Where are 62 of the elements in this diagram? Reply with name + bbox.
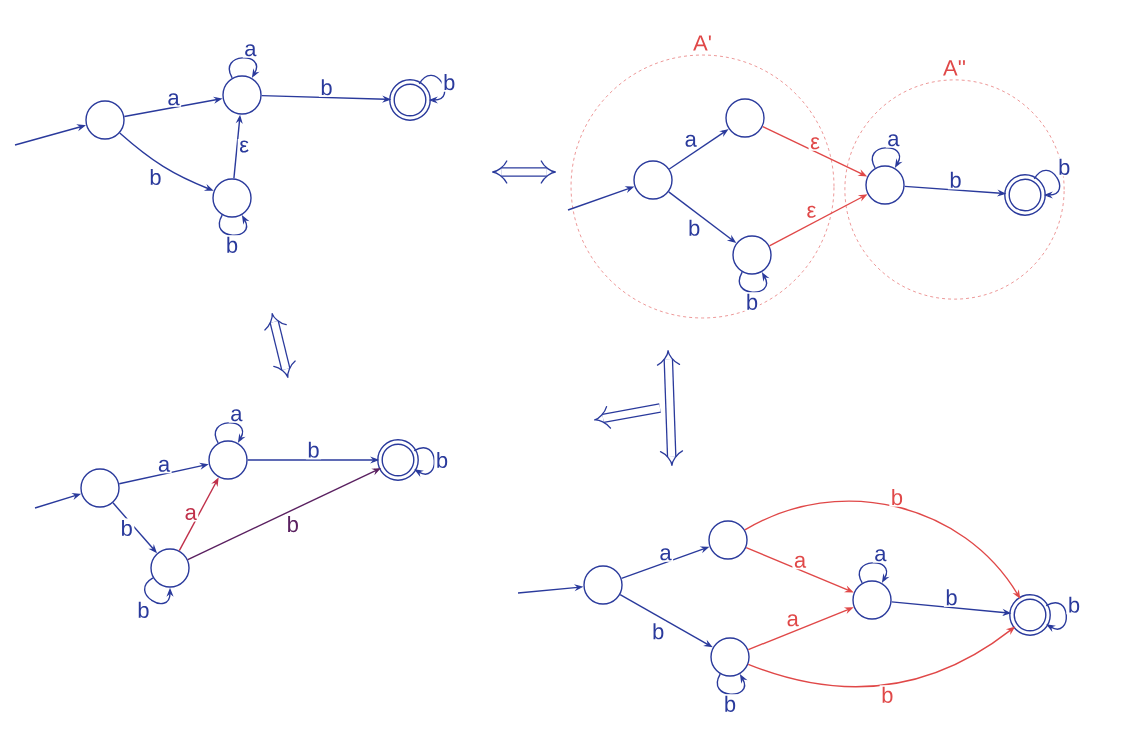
edge-label: b <box>1056 157 1072 177</box>
edge-label: b <box>224 235 240 255</box>
edge-label: b <box>119 518 135 538</box>
edge-label: a <box>885 132 901 148</box>
node-label: A'' <box>943 60 965 76</box>
edge-label: a <box>683 133 699 149</box>
edge-label: a <box>785 612 801 628</box>
state-circle <box>150 548 190 588</box>
edge-label: b <box>1066 595 1082 615</box>
state-circle <box>725 98 765 138</box>
state-circle <box>389 79 431 121</box>
state-circle <box>865 165 905 205</box>
self-loop <box>413 447 435 478</box>
state-circle <box>1004 174 1046 216</box>
self-loop <box>214 422 246 444</box>
state-circle <box>852 580 892 620</box>
node-label: A' <box>693 35 711 51</box>
edge-label: ε <box>805 204 818 220</box>
self-loop <box>1045 602 1067 633</box>
state-circle <box>80 468 120 508</box>
edge-label: b <box>305 440 322 460</box>
edge-label: b <box>947 170 964 190</box>
edge-label: b <box>744 292 760 312</box>
edge-label: b <box>943 587 960 607</box>
state-circle <box>1009 594 1051 636</box>
edge-label: b <box>434 450 450 470</box>
state-circle <box>208 440 248 480</box>
self-loop <box>858 562 890 584</box>
edge-label: a <box>657 546 674 562</box>
state-circle <box>732 235 772 275</box>
edge-label: b <box>650 621 666 641</box>
edge-label: b <box>889 487 905 507</box>
state-circle <box>633 160 673 200</box>
edge-label: ε <box>237 139 251 155</box>
edge-label: a <box>165 91 182 107</box>
edge-label: b <box>135 600 152 620</box>
state-circle <box>377 439 419 481</box>
transition-arrow <box>744 500 1021 599</box>
edge-label: a <box>228 407 244 423</box>
state-circle <box>583 565 623 605</box>
edge-label: b <box>147 167 164 187</box>
edge-label: b <box>879 685 895 705</box>
edge-label: a <box>792 554 808 570</box>
state-circle <box>212 178 252 218</box>
state-circle <box>710 637 750 677</box>
edge-label: b <box>285 514 301 534</box>
edge-label: a <box>242 42 258 58</box>
self-loop <box>228 57 260 79</box>
self-loop <box>418 74 446 104</box>
edge-label: b <box>686 218 702 238</box>
state-circle <box>222 75 262 115</box>
self-loop <box>871 147 903 169</box>
edge-label: a <box>156 458 172 474</box>
self-loop <box>1033 169 1061 199</box>
edge-label: a <box>872 547 888 563</box>
state-circle <box>708 520 748 560</box>
edge-label: b <box>318 77 335 97</box>
edge-label: ε <box>808 135 822 151</box>
edge-label: b <box>722 694 738 714</box>
state-circle <box>85 100 125 140</box>
edge-label: a <box>183 506 199 522</box>
edge-label: b <box>441 72 457 92</box>
